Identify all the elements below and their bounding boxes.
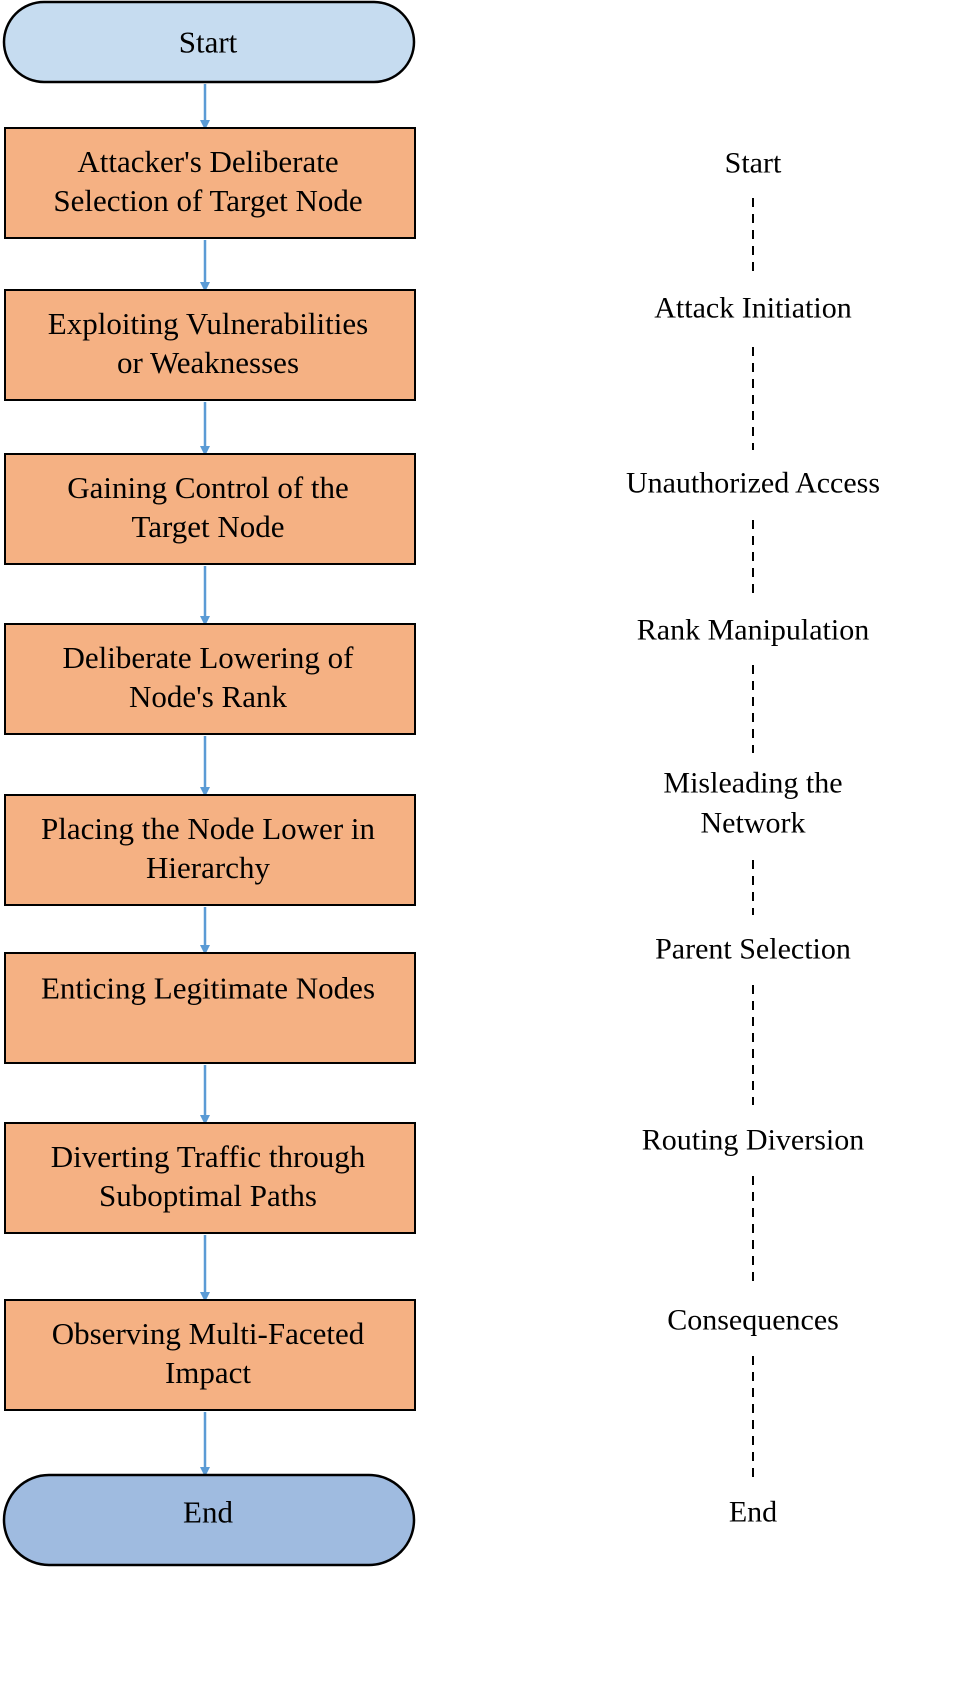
process-step: Deliberate Lowering of Node's Rank [4, 623, 416, 735]
process-step: Enticing Legitimate Nodes [4, 952, 416, 1064]
process-step-label: Impact [165, 1355, 251, 1390]
process-step-box [4, 127, 416, 239]
process-step-label: Selection of Target Node [53, 183, 362, 218]
process-step-box [4, 1122, 416, 1234]
phase-label: Unauthorized Access [626, 467, 880, 500]
start-terminal: Start [2, 0, 416, 84]
end-terminal-label: End [183, 1495, 233, 1530]
process-step-label: Enticing Legitimate Nodes [41, 971, 375, 1006]
phase-label: Start [725, 147, 782, 180]
process-step-label: Hierarchy [146, 850, 270, 885]
process-step-label: Target Node [131, 509, 284, 544]
phase-label: Attack Initiation [654, 292, 851, 325]
process-step-box [4, 1299, 416, 1411]
start-terminal-shape [2, 0, 416, 84]
phase-label: Rank Manipulation [637, 614, 869, 647]
process-step: Exploiting Vulnerabilities or Weaknesses [4, 289, 416, 401]
end-terminal-shape [2, 1473, 416, 1567]
process-step-label: Diverting Traffic through [51, 1139, 366, 1174]
phase-label: Parent Selection [655, 933, 851, 966]
phase-label: Misleading the [663, 767, 842, 800]
process-step-label: Deliberate Lowering of [63, 640, 355, 675]
process-step-label: Exploiting Vulnerabilities [48, 306, 368, 341]
phase-label: Routing Diversion [642, 1124, 865, 1157]
process-step-label: Node's Rank [129, 679, 287, 714]
process-step-label: Placing the Node Lower in [41, 811, 376, 846]
process-step: Placing the Node Lower in Hierarchy [4, 794, 416, 906]
process-step-label: Attacker's Deliberate [77, 144, 338, 179]
process-step-label: Suboptimal Paths [99, 1178, 317, 1213]
process-step-label: Observing Multi-Faceted [52, 1316, 365, 1351]
process-step-box [4, 623, 416, 735]
end-terminal: End [2, 1473, 416, 1567]
process-step-box [4, 289, 416, 401]
phase-label: Network [701, 807, 806, 840]
phase-label: Consequences [667, 1304, 839, 1337]
phase-label: End [729, 1496, 777, 1529]
start-terminal-label: Start [179, 25, 238, 60]
process-step-box [4, 453, 416, 565]
process-step-box [4, 794, 416, 906]
process-step-box [4, 952, 416, 1064]
process-step-label: Gaining Control of the [67, 470, 349, 505]
process-step-label: or Weaknesses [117, 345, 299, 380]
